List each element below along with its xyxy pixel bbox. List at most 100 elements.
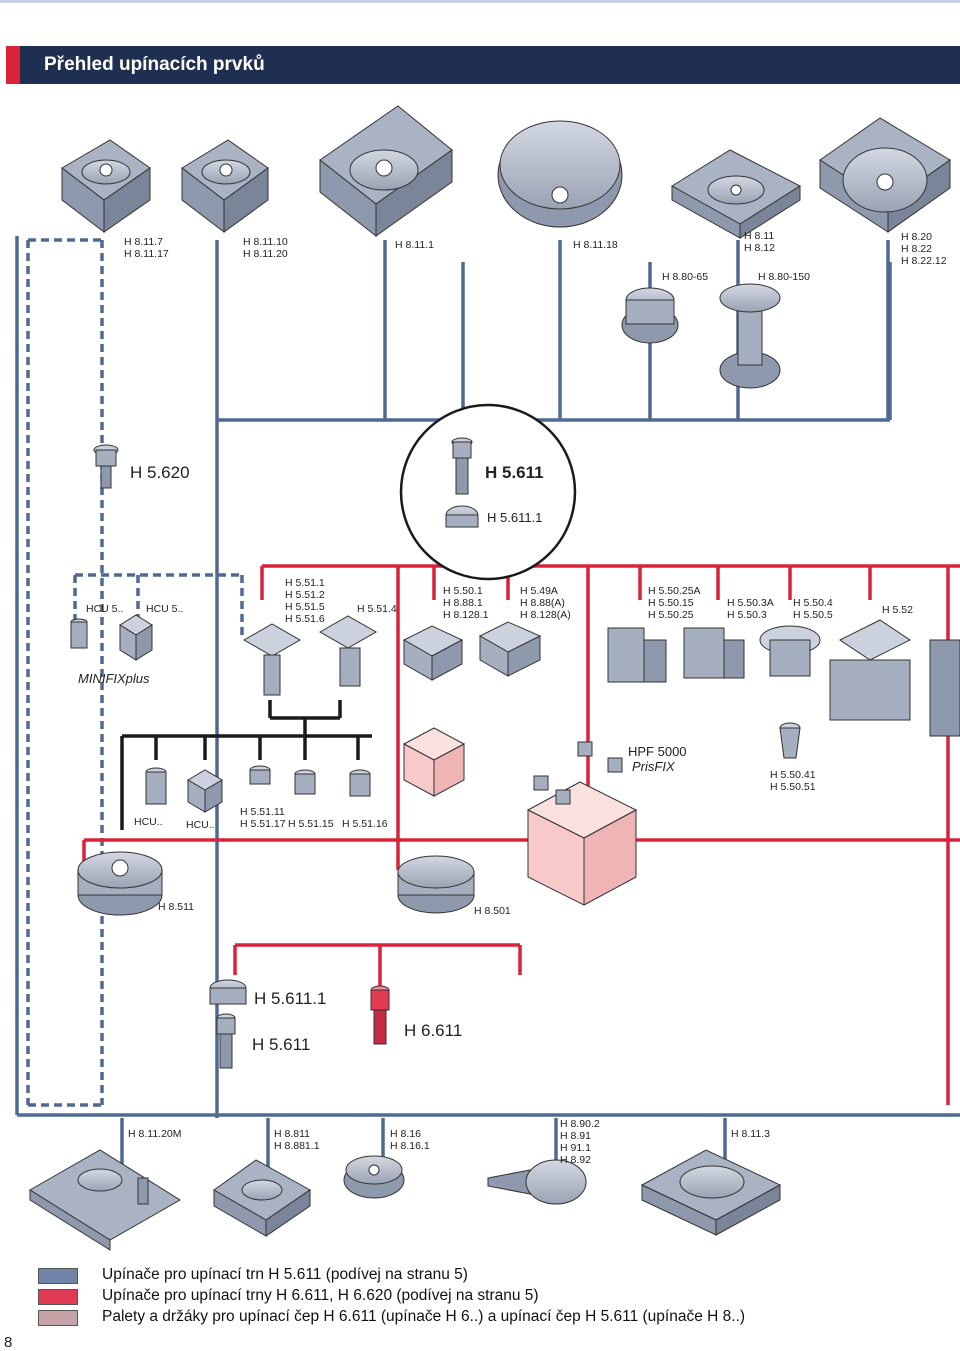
pin-parts <box>93 437 479 528</box>
connector-lines <box>15 236 960 1190</box>
legend-text-mauve: Palety a držáky pro upínací čep H 6.611 … <box>102 1308 746 1325</box>
title-bar <box>6 46 960 84</box>
part-h-8-80-150 <box>719 283 781 389</box>
part-h-5-51-1 <box>242 623 302 696</box>
pin2-labels: H 5.611.1 H 5.611 H 6.611 <box>252 989 462 1054</box>
pin-h-5-620 <box>93 444 119 489</box>
part-h-5-51-4 <box>318 615 378 687</box>
legend-item-red: Upínače pro upínací trny H 6.611, H 6.62… <box>38 1287 938 1307</box>
label-mid-g8: H 5.52 <box>882 604 913 616</box>
label-pin2-611-1: H 5.611.1 <box>254 989 326 1008</box>
label-pin-611-1: H 5.611.1 <box>487 510 542 525</box>
part-h-8-16 <box>343 1155 405 1199</box>
part-h-5-52 <box>829 619 960 737</box>
legend-item-blue: Upínače pro upínací trn H 5.611 (podívej… <box>38 1266 938 1286</box>
legend-item-mauve: Palety a držáky pro upínací čep H 6.611 … <box>38 1308 938 1328</box>
part-h-8-11 <box>671 149 802 239</box>
part-collet <box>779 722 801 759</box>
legend-text-red: Upínače pro upínací trny H 6.611, H 6.62… <box>102 1287 539 1304</box>
bottom-row-parts <box>29 1149 782 1251</box>
label-top-4: H 8.11.18 <box>573 239 618 251</box>
part-h-8-20 <box>819 117 951 233</box>
part-h-8-11-20m <box>29 1149 181 1251</box>
label-adapter-65: H 8.80-65 <box>662 271 708 283</box>
part-sub-h-5-51-16 <box>349 769 371 797</box>
part-h-8-811 <box>213 1159 311 1237</box>
label-chuck-501: H 8.501 <box>474 905 511 917</box>
chuck-labels: H 8.511 H 8.501 <box>158 901 511 917</box>
label-sub-hcu1: HCU.. <box>134 816 163 828</box>
black-lines <box>120 700 372 830</box>
part-h-5-50-3a <box>683 627 745 679</box>
pin2-h-5-611 <box>216 1013 236 1069</box>
blue-lines <box>15 236 960 1190</box>
legend-text-blue: Upínače pro upínací trn H 5.611 (podívej… <box>102 1266 468 1283</box>
part-h-8-90-2 <box>487 1159 587 1205</box>
page-title: Přehled upínacích prvků <box>44 54 265 75</box>
part-sub-h-5-51-11 <box>249 765 271 785</box>
label-hpf: HPF 5000 <box>628 744 687 759</box>
part-h-8-11-7 <box>61 139 151 234</box>
part-hcu-cylinder <box>70 618 88 649</box>
chuck-parts <box>77 851 475 916</box>
pin-circle <box>399 403 577 581</box>
part-h-8-11-10 <box>181 139 269 234</box>
top-rule <box>0 0 960 3</box>
part-h-8-11-18 <box>497 120 623 228</box>
label-hcu-b: HCU 5.. <box>146 603 183 615</box>
legend-swatch-blue <box>38 1268 78 1284</box>
label-top-3: H 8.11.1 <box>395 239 434 251</box>
label-minifix: MINIFIXplus <box>78 671 150 686</box>
part-h-5-50-4 <box>759 625 821 677</box>
label-pin-620: H 5.620 <box>130 463 190 482</box>
title-accent <box>6 46 20 84</box>
top-row-parts <box>61 105 951 389</box>
part-sub-hcu-cylinder <box>145 767 167 805</box>
legend-swatch-mauve <box>38 1310 78 1326</box>
part-h-5-49a <box>478 621 542 677</box>
legend-swatch-red <box>38 1289 78 1305</box>
part-h-8-80-65 <box>621 287 679 344</box>
part-h-8-11-1 <box>319 105 453 238</box>
part-sub-hcu-block <box>187 769 223 813</box>
part-h-8-11-3 <box>640 1149 782 1236</box>
pin-labels: H 5.620 H 5.611 H 5.611.1 <box>130 463 544 525</box>
label-sub-s2: H 5.51.15 <box>288 818 334 830</box>
label-mid-g2: H 5.51.4 <box>357 603 397 615</box>
blue-dashed-lines <box>26 238 244 1107</box>
label-bottom-b5: H 8.11.3 <box>731 1128 770 1140</box>
label-chuck-511: H 8.511 <box>158 901 194 913</box>
pin-h-5-611-1 <box>445 505 479 528</box>
part-hpf-5000 <box>526 741 638 906</box>
label-hcu-a: HCU 5.. <box>86 603 123 615</box>
label-pin-611: H 5.611 <box>485 463 544 482</box>
label-adapter-150: H 8.80-150 <box>758 271 810 283</box>
part-h-5-50-1 <box>402 625 464 681</box>
label-bottom-b1: H 8.11.20M <box>128 1128 182 1140</box>
part-sub-h-5-51-15 <box>294 769 316 795</box>
pin2-h-5-611-1 <box>209 979 247 1005</box>
red-lines <box>82 564 960 1105</box>
sub-row-parts <box>145 722 801 906</box>
part-h-5-50-25a <box>607 627 667 683</box>
part-h-8-501 <box>397 855 475 914</box>
pin2-parts <box>209 979 390 1069</box>
part-h-8-511 <box>77 851 163 916</box>
pin-h-5-611 <box>451 437 473 495</box>
